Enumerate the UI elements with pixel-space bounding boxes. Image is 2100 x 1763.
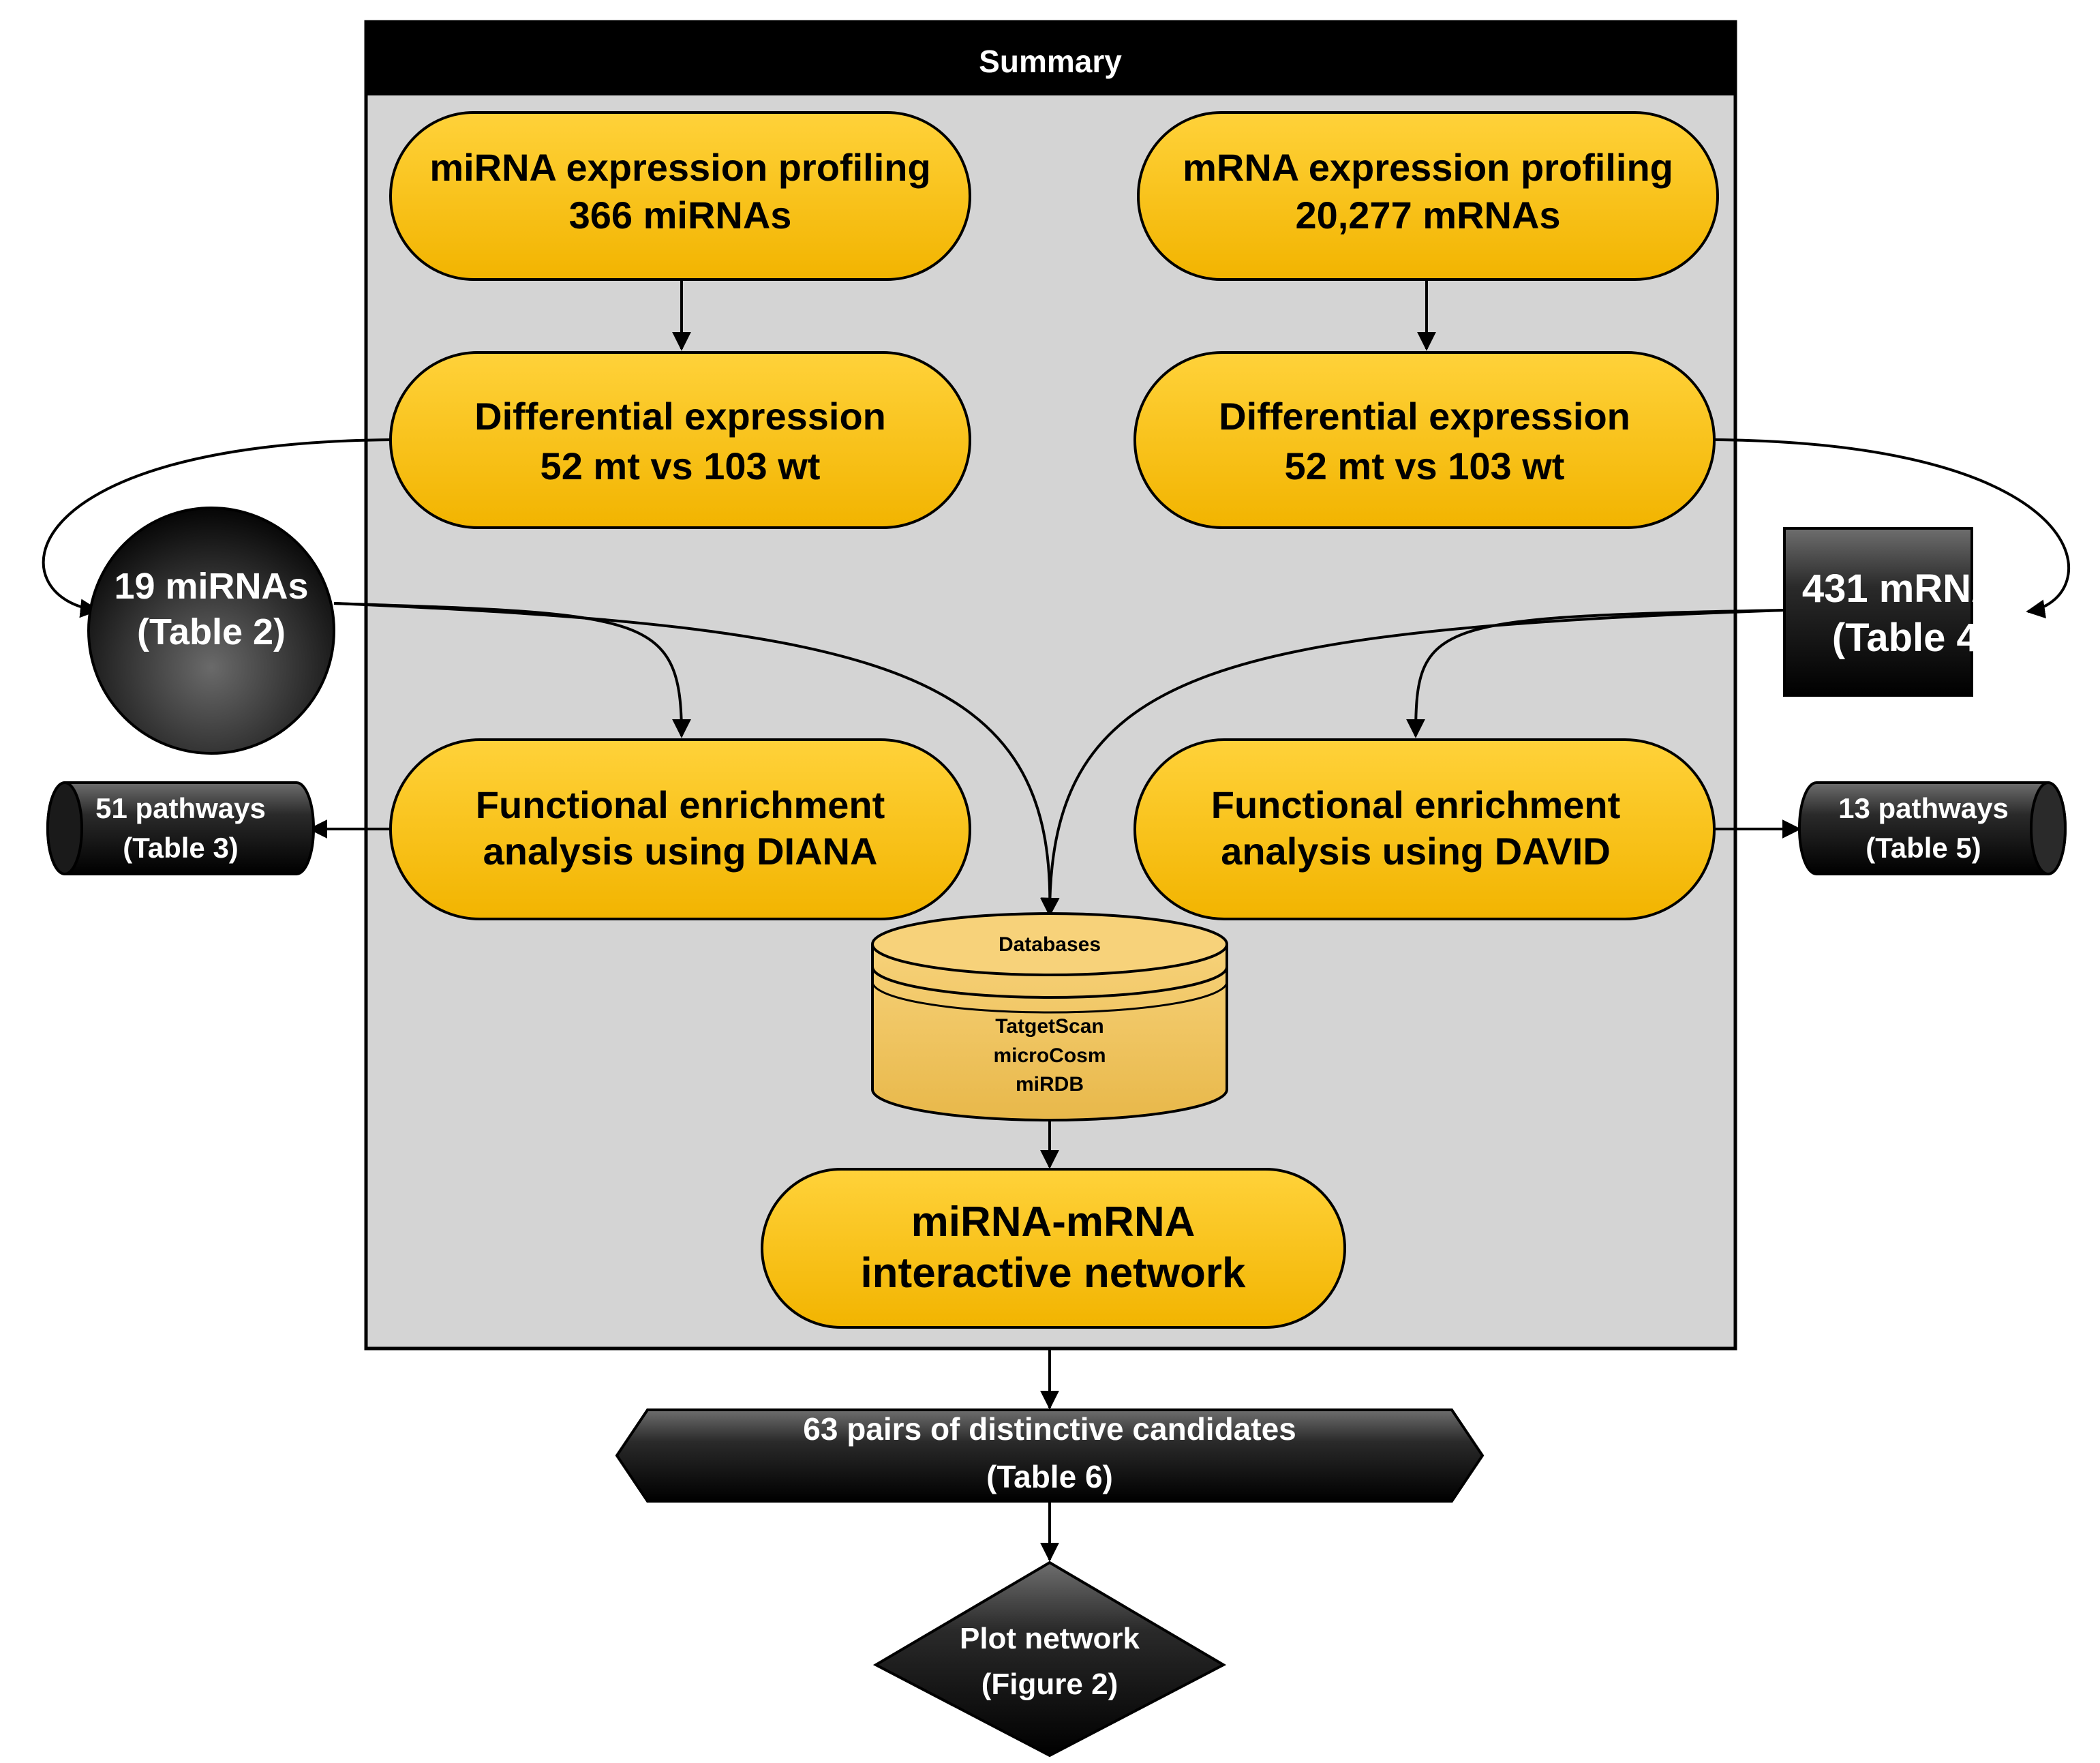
diana-line1: Functional enrichment [476, 783, 885, 826]
mrna-result-line2: (Table 4) [1832, 616, 1992, 660]
candidates-line2: (Table 6) [986, 1459, 1113, 1494]
mirna-diff-line1: Differential expression [474, 395, 886, 438]
network-line2: interactive network [860, 1250, 1246, 1297]
mrna-profiling-line1: mRNA expression profiling [1183, 146, 1673, 189]
mirna-profiling-line1: miRNA expression profiling [429, 146, 930, 189]
mirna-result-node: 19 miRNAs (Table 2) [87, 507, 335, 755]
network-node: miRNA-mRNA interactive network [761, 1168, 1346, 1329]
diana-line2: analysis using DIANA [483, 830, 878, 873]
mrna-profiling-line2: 20,277 mRNAs [1295, 194, 1560, 237]
mirna-profiling-node: miRNA expression profiling 366 miRNAs [389, 111, 971, 281]
plot-line1: Plot network [960, 1622, 1140, 1655]
david-pathways-line1: 13 pathways [1838, 792, 2009, 824]
diana-pathways-line1: 51 pathways [95, 792, 266, 824]
mrna-diff-line2: 52 mt vs 103 wt [1285, 444, 1565, 487]
network-line1: miRNA-mRNA [911, 1199, 1196, 1246]
david-pathways-line2: (Table 5) [1866, 832, 1981, 864]
mirna-diff-node: Differential expression 52 mt vs 103 wt [389, 351, 971, 529]
mirna-result-line2: (Table 2) [137, 612, 286, 652]
summary-title: Summary [979, 44, 1122, 79]
plot-node: Plot network (Figure 2) [872, 1561, 1227, 1758]
database-item-targetscan: TatgetScan [995, 1015, 1104, 1038]
databases-title: Databases [999, 933, 1101, 956]
david-pathways-node: 13 pathways (Table 5) [1798, 781, 2067, 875]
candidates-line1: 63 pairs of distinctive candidates [803, 1411, 1296, 1447]
arrow-mirna-result-to-diana [333, 602, 691, 738]
connectors [42, 280, 2070, 1562]
arrow-mirna-result-to-databases [333, 602, 1060, 917]
arrow-mirna-diff-to-result [42, 438, 393, 618]
mrna-diff-node: Differential expression 52 mt vs 103 wt [1133, 351, 1716, 529]
mrna-result-line1: 431 mRNAs [1802, 567, 2022, 611]
david-line2: analysis using DAVID [1221, 830, 1611, 873]
plot-line2: (Figure 2) [981, 1668, 1118, 1701]
mirna-diff-line2: 52 mt vs 103 wt [541, 444, 821, 487]
candidates-node: 63 pairs of distinctive candidates (Tabl… [615, 1408, 1485, 1503]
david-line1: Functional enrichment [1211, 783, 1621, 826]
diana-pathways-line2: (Table 3) [123, 832, 239, 864]
database-item-microcosm: microCosm [993, 1044, 1106, 1067]
mrna-profiling-node: mRNA expression profiling 20,277 mRNAs [1137, 111, 1719, 281]
mirna-profiling-line2: 366 miRNAs [569, 194, 792, 237]
diana-node: Functional enrichment analysis using DIA… [389, 738, 971, 920]
arrow-mrna-result-to-databases [1040, 609, 1785, 917]
mrna-diff-line1: Differential expression [1219, 395, 1630, 438]
database-item-mirdb: miRDB [1016, 1073, 1084, 1096]
mirna-result-line1: 19 miRNAs [114, 566, 308, 607]
databases-node: Databases TatgetScan microCosm miRDB [871, 912, 1228, 1121]
david-node: Functional enrichment analysis using DAV… [1133, 738, 1716, 920]
arrow-mrna-diff-to-result [1714, 438, 2070, 619]
mrna-result-node: 431 mRNAs (Table 4) [1783, 527, 2022, 697]
diana-pathways-node: 51 pathways (Table 3) [46, 781, 315, 875]
arrow-mrna-result-to-david [1406, 609, 1785, 738]
